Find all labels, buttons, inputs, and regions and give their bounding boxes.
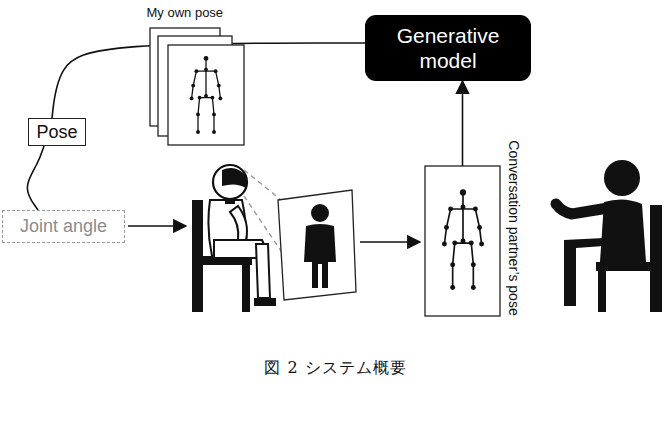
node-label: Pose xyxy=(36,122,77,143)
figure-caption: 図 2 システム概要 xyxy=(264,358,406,377)
partner-pose-frame: Conversation partner’s pose xyxy=(425,166,500,316)
partner-skeleton xyxy=(442,189,484,290)
model-box: Generative model xyxy=(365,15,531,81)
pose-frame-stack: My own pose xyxy=(150,28,244,145)
node-label: My own pose xyxy=(147,5,224,20)
robot-figure xyxy=(192,165,276,312)
arrow xyxy=(128,225,186,227)
joint-angle-box: Joint angle xyxy=(2,210,125,243)
arrow xyxy=(360,241,420,243)
connector xyxy=(27,146,44,210)
node-label: Conversation partner’s pose xyxy=(505,140,521,315)
node-label: Generative model xyxy=(377,23,519,73)
node-label: Joint angle xyxy=(20,216,107,237)
connector xyxy=(462,81,464,166)
partner-frame xyxy=(425,166,500,316)
person-figure xyxy=(556,160,662,312)
pose-frames xyxy=(150,28,244,145)
own-skeleton xyxy=(190,56,223,134)
pose-box: Pose xyxy=(28,118,86,146)
figure-caption-box: 図 2 システム概要 xyxy=(0,358,671,379)
camera-view xyxy=(244,170,356,300)
